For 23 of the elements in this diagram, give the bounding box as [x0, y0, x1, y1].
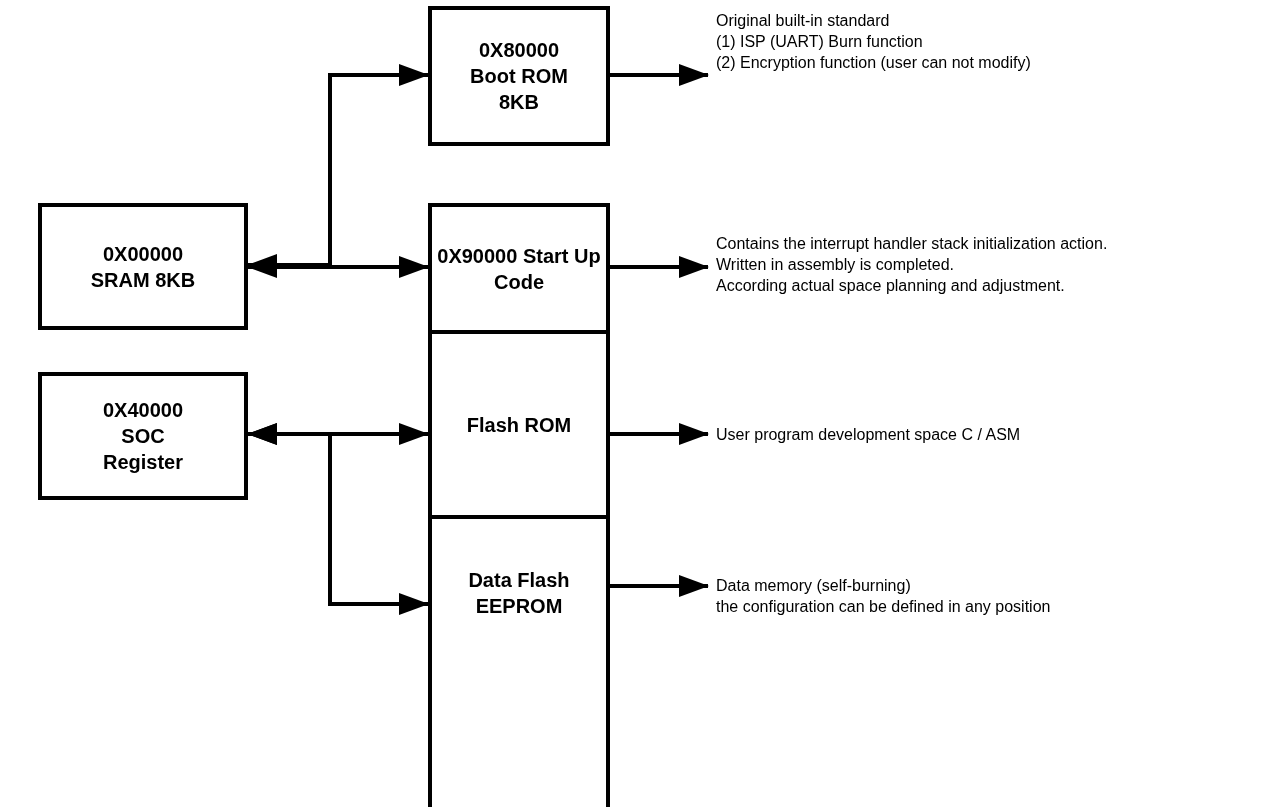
block-label: 0X40000 SOC Register	[101, 398, 185, 475]
arrow	[610, 423, 709, 445]
arrow	[247, 256, 429, 278]
memory-block	[428, 6, 610, 146]
note-line: Contains the interrupt handler stack initialization action.	[716, 234, 1109, 254]
note-line: Original built-in standard	[716, 11, 891, 31]
block-label: Data Flash EEPROM	[467, 568, 571, 619]
note-line: Data memory (self-burning)	[716, 576, 912, 596]
note-line: According actual space planning and adjustment.	[716, 276, 1066, 296]
block-label: 0X00000 SRAM 8KB	[89, 241, 197, 293]
block-label: 0X80000 Boot ROM 8KB	[469, 38, 569, 115]
note-line: Written in assembly is completed.	[716, 255, 955, 275]
note-line: User program development space C / ASM	[716, 425, 1022, 445]
note-line: (1) ISP (UART) Burn function	[716, 32, 924, 52]
arrow	[610, 64, 709, 86]
block-label: 0X90000 Start Up Code	[436, 243, 602, 295]
note-line: (2) Encryption function (user can not modify)	[716, 53, 1032, 73]
arrow	[610, 575, 709, 597]
note-line: the configuration can be defined in any position	[716, 597, 1052, 617]
arrow	[610, 256, 709, 278]
memory-block	[38, 203, 248, 330]
block-label: Flash ROM	[465, 412, 573, 438]
memory-block	[38, 372, 248, 500]
